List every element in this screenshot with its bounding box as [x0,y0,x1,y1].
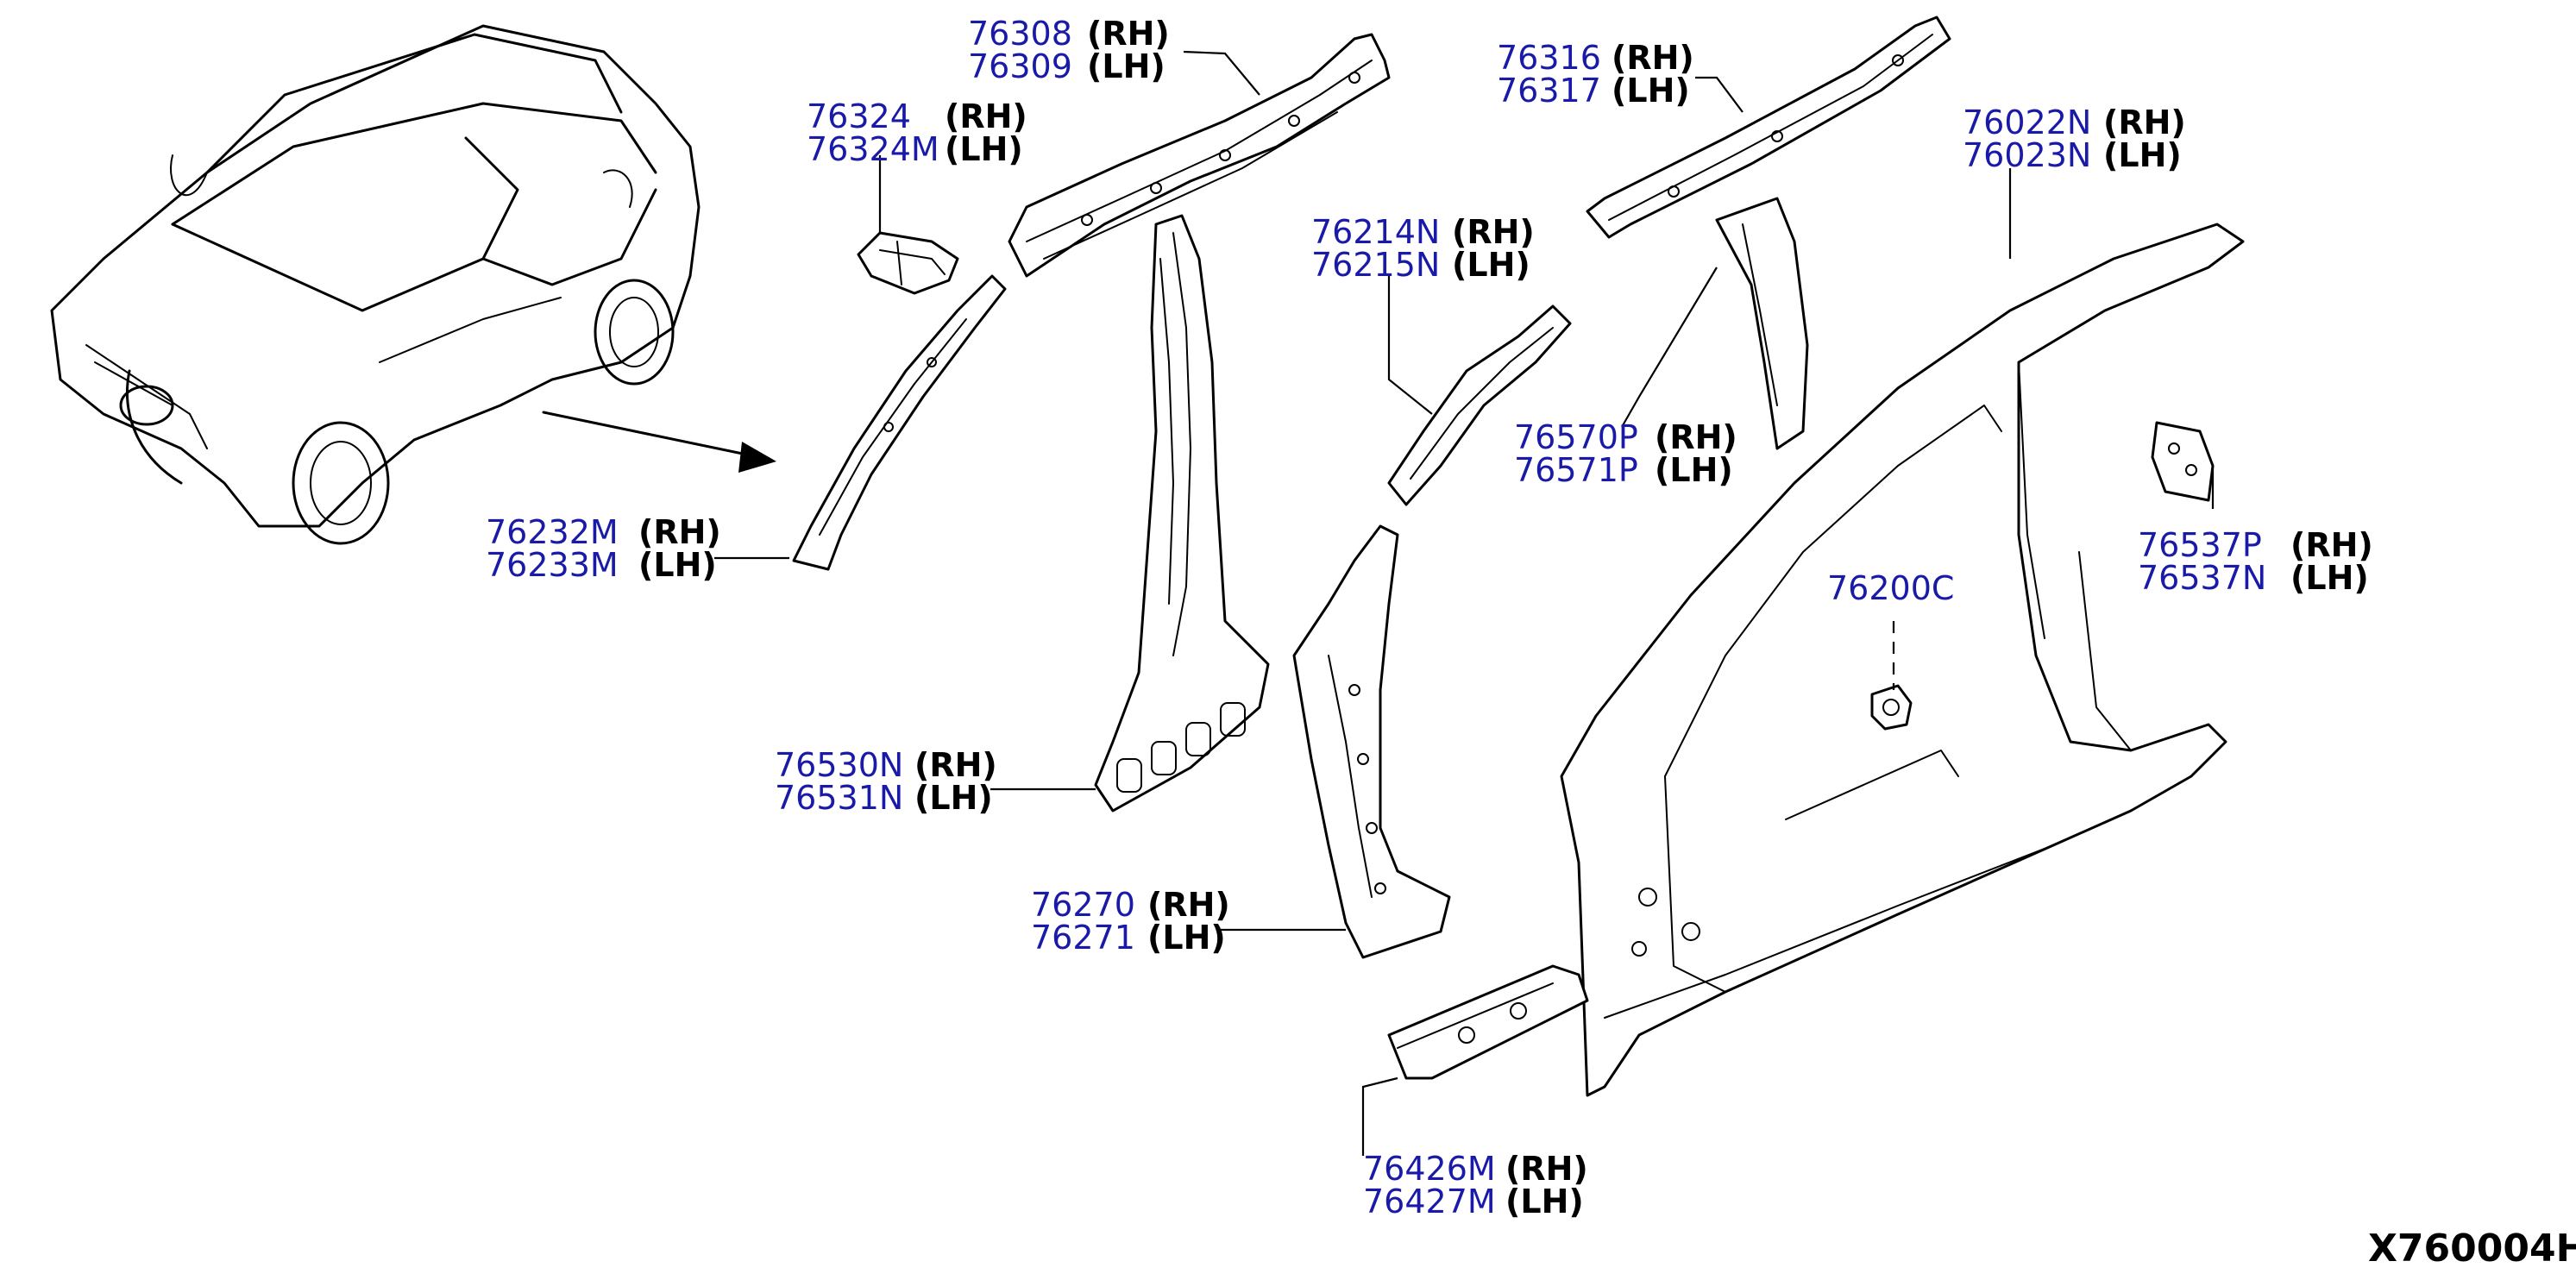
side-label: (RH) [1612,39,1694,77]
roof-side-rail-part [1008,33,1391,278]
side-label: (LH) [914,779,993,817]
side-label: (RH) [945,97,1027,135]
side-label: (RH) [2103,104,2186,141]
side-label: (LH) [1612,72,1690,110]
callout-76324: 76324 (RH) 76324M (LH) [807,97,1027,168]
side-label: (RH) [1505,1150,1588,1188]
side-label: (LH) [1505,1183,1584,1220]
callout-76200C: 76200C [1827,569,1954,607]
side-label: (RH) [914,746,997,784]
callout-76530N: 76530N (RH) 76531N (LH) [775,746,997,817]
part-number: 76023N [1963,136,2091,174]
part-number: 76571P [1514,451,1638,489]
callout-76426M: 76426M (RH) 76427M (LH) [1363,1150,1588,1220]
callout-76270: 76270 (RH) 76271 (LH) [1031,886,1230,957]
direction-arrow [542,411,776,473]
part-number: 76317 [1497,72,1601,110]
callout-76570P: 76570P (RH) 76571P (LH) [1514,418,1737,489]
callout-76022N: 76022N (RH) 76023N (LH) [1963,104,2186,174]
vehicle-illustration [50,24,701,545]
body-side-outer-part [1560,223,2245,1097]
diagram-code: X760004H [2368,1227,2576,1271]
side-label: (LH) [2103,136,2182,174]
front-pillar-upper-part [792,274,1007,571]
side-label: (RH) [1655,418,1737,456]
part-number: 76270 [1031,886,1135,924]
side-label: (RH) [1147,886,1230,924]
part-number: 76316 [1497,39,1601,77]
part-number: 76214N [1311,213,1440,251]
callout-76308: 76308 (RH) 76309 (LH) [968,15,1170,85]
side-label: (LH) [2290,559,2369,597]
side-label: (LH) [1452,246,1530,284]
part-number: 76200C [1827,569,1954,607]
front-pillar-inner-part [1387,304,1572,506]
part-number: 76531N [775,779,903,817]
side-label: (LH) [945,130,1023,168]
part-number: 76530N [775,746,903,784]
pillar-reinforcement-part [1292,524,1451,959]
side-label: (RH) [1452,213,1535,251]
side-label: (LH) [1087,47,1165,85]
clip-part [1870,684,1913,731]
part-number: 76022N [1963,104,2091,141]
part-number: 76215N [1311,246,1440,284]
callout-76214N: 76214N (RH) 76215N (LH) [1311,213,1535,284]
leader-lines [714,50,2215,1156]
sill-part [1387,964,1589,1080]
part-number: 76570P [1514,418,1638,456]
side-label: (LH) [1147,919,1226,957]
part-number: 76427M [1363,1183,1496,1220]
roof-rail-rear-part [1586,16,1951,239]
center-pillar-upper-inner-part [1715,197,1809,450]
side-label: (LH) [638,546,717,584]
part-number: 76324 [807,97,911,135]
callout-76537P: 76537P (RH) 76537N (LH) [2138,526,2373,597]
part-number: 76426M [1363,1150,1496,1188]
part-number: 76537P [2138,526,2262,564]
bracket-part [857,231,959,295]
part-number: 76324M [807,130,939,168]
part-number: 76537N [2138,559,2266,597]
center-pillar-part [1094,214,1270,813]
part-number: 76308 [968,15,1072,53]
side-label: (RH) [1087,15,1170,53]
part-number: 76233M [486,546,619,584]
side-label: (RH) [2290,526,2373,564]
small-bracket-part [2151,421,2215,502]
part-number: 76271 [1031,919,1135,957]
part-number: 76309 [968,47,1072,85]
side-label: (LH) [1655,451,1733,489]
side-label: (RH) [638,513,721,551]
callout-76316: 76316 (RH) 76317 (LH) [1497,39,1694,110]
callout-76232M: 76232M (RH) 76233M (LH) [486,513,721,584]
part-number: 76232M [486,513,619,551]
